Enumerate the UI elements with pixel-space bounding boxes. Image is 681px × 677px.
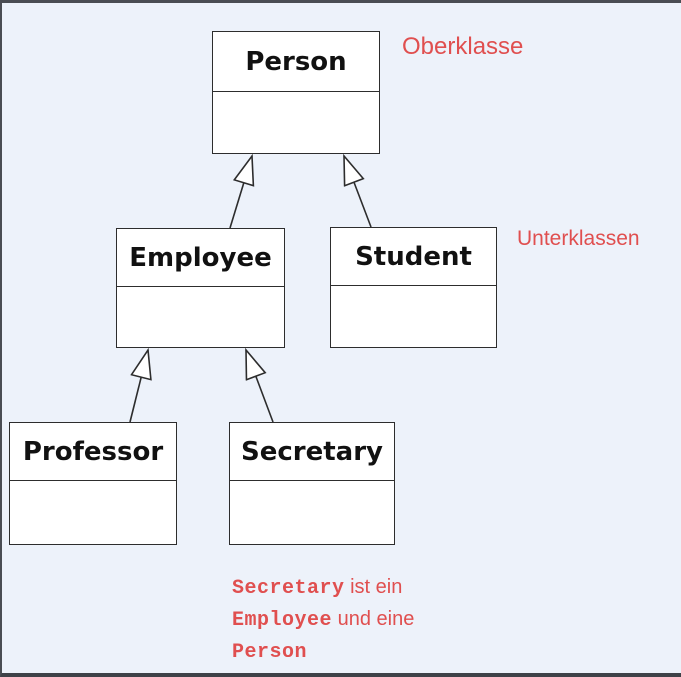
superclass-annotation: Oberklasse (402, 33, 524, 60)
class-attributes-secretary (230, 481, 394, 544)
class-attributes-employee (117, 287, 284, 347)
caption-text-2: und eine (332, 608, 415, 630)
caption-line-3: Person (232, 636, 414, 668)
caption: Secretary ist ein Employee und eine Pers… (232, 572, 414, 668)
generalization-arrow-secretary-to-employee (246, 350, 274, 423)
class-name-employee: Employee (117, 229, 284, 287)
caption-code-secretary: Secretary (232, 577, 345, 600)
subclass-annotation: Unterklassen (517, 227, 640, 250)
caption-text-1: ist ein (344, 576, 403, 598)
class-box-student: Student (330, 227, 497, 348)
caption-code-employee: Employee (232, 609, 333, 632)
class-box-employee: Employee (116, 228, 285, 348)
class-box-person: Person (212, 31, 380, 154)
caption-line-1: Secretary ist ein (232, 572, 414, 604)
class-box-secretary: Secretary (229, 422, 395, 545)
class-attributes-professor (10, 481, 176, 544)
class-name-professor: Professor (10, 423, 176, 481)
generalization-arrow-student-to-person (344, 156, 372, 228)
class-attributes-student (331, 286, 496, 347)
caption-code-person: Person (232, 641, 308, 664)
class-attributes-person (213, 92, 379, 153)
class-name-person: Person (213, 32, 379, 92)
class-name-student: Student (331, 228, 496, 286)
class-box-professor: Professor (9, 422, 177, 545)
generalization-arrow-employee-to-person (229, 156, 252, 229)
generalization-arrow-professor-to-employee (129, 350, 148, 423)
caption-line-2: Employee und eine (232, 604, 414, 636)
class-name-secretary: Secretary (230, 423, 394, 481)
